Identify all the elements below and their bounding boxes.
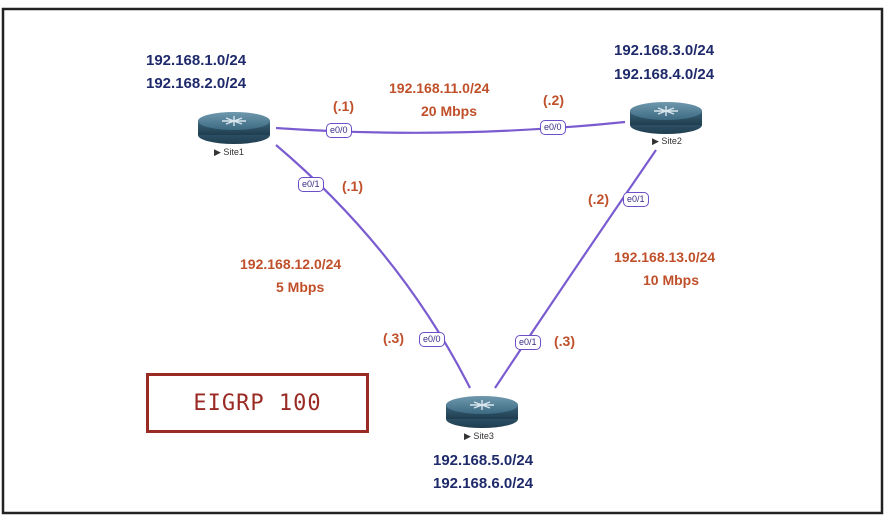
site3-name: Site3: [473, 431, 494, 441]
iface-site3-e0-1[interactable]: e0/1: [515, 335, 541, 350]
link-site2-site3: [494, 149, 657, 389]
site1-name: Site1: [223, 147, 244, 157]
iface-site3-e0-0[interactable]: e0/0: [419, 332, 445, 347]
link-s1s2-subnet: 192.168.11.0/24: [389, 80, 490, 96]
site2-label: ▶ Site2: [652, 136, 682, 146]
site2-network-2: 192.168.4.0/24: [614, 66, 715, 83]
eigrp-label-box: EIGRP 100: [146, 373, 369, 433]
site3-network-1: 192.168.5.0/24: [433, 452, 534, 469]
site3-label: ▶ Site3: [464, 431, 494, 441]
iface-site2-e0-0[interactable]: e0/0: [540, 120, 566, 135]
link-s2s3-site3-ip: (.3): [554, 333, 575, 349]
link-s1s3-subnet: 192.168.12.0/24: [240, 256, 342, 272]
iface-site1-e0-0[interactable]: e0/0: [326, 123, 352, 138]
link-s1s3-site1-ip: (.1): [342, 178, 363, 194]
link-site1-site2: [275, 120, 626, 134]
iface-site1-e0-1[interactable]: e0/1: [298, 177, 324, 192]
site3-network-2: 192.168.6.0/24: [433, 475, 534, 492]
link-s2s3-subnet: 192.168.13.0/24: [614, 249, 716, 265]
iface-site2-e0-1[interactable]: e0/1: [623, 192, 649, 207]
router-site2-icon[interactable]: [630, 102, 702, 134]
link-s1s3-site3-ip: (.3): [383, 330, 404, 346]
link-s2s3-site2-ip: (.2): [588, 191, 609, 207]
site1-network-1: 192.168.1.0/24: [146, 52, 247, 69]
link-s1s2-bandwidth: 20 Mbps: [421, 103, 478, 119]
eigrp-label: EIGRP 100: [193, 390, 322, 416]
link-s1s3-bandwidth: 5 Mbps: [276, 279, 325, 295]
link-s1s2-site1-ip: (.1): [333, 98, 354, 114]
site1-network-2: 192.168.2.0/24: [146, 75, 247, 92]
link-s1s2-site2-ip: (.2): [543, 92, 564, 108]
link-s2s3-bandwidth: 10 Mbps: [643, 272, 700, 288]
router-site3-icon[interactable]: [446, 396, 518, 428]
diagram-border: [1, 7, 884, 515]
site2-name: Site2: [661, 136, 682, 146]
site1-label: ▶ Site1: [214, 147, 244, 157]
site2-network-1: 192.168.3.0/24: [614, 42, 715, 59]
router-site1-icon[interactable]: [198, 112, 270, 144]
link-site1-site3: [275, 144, 471, 389]
